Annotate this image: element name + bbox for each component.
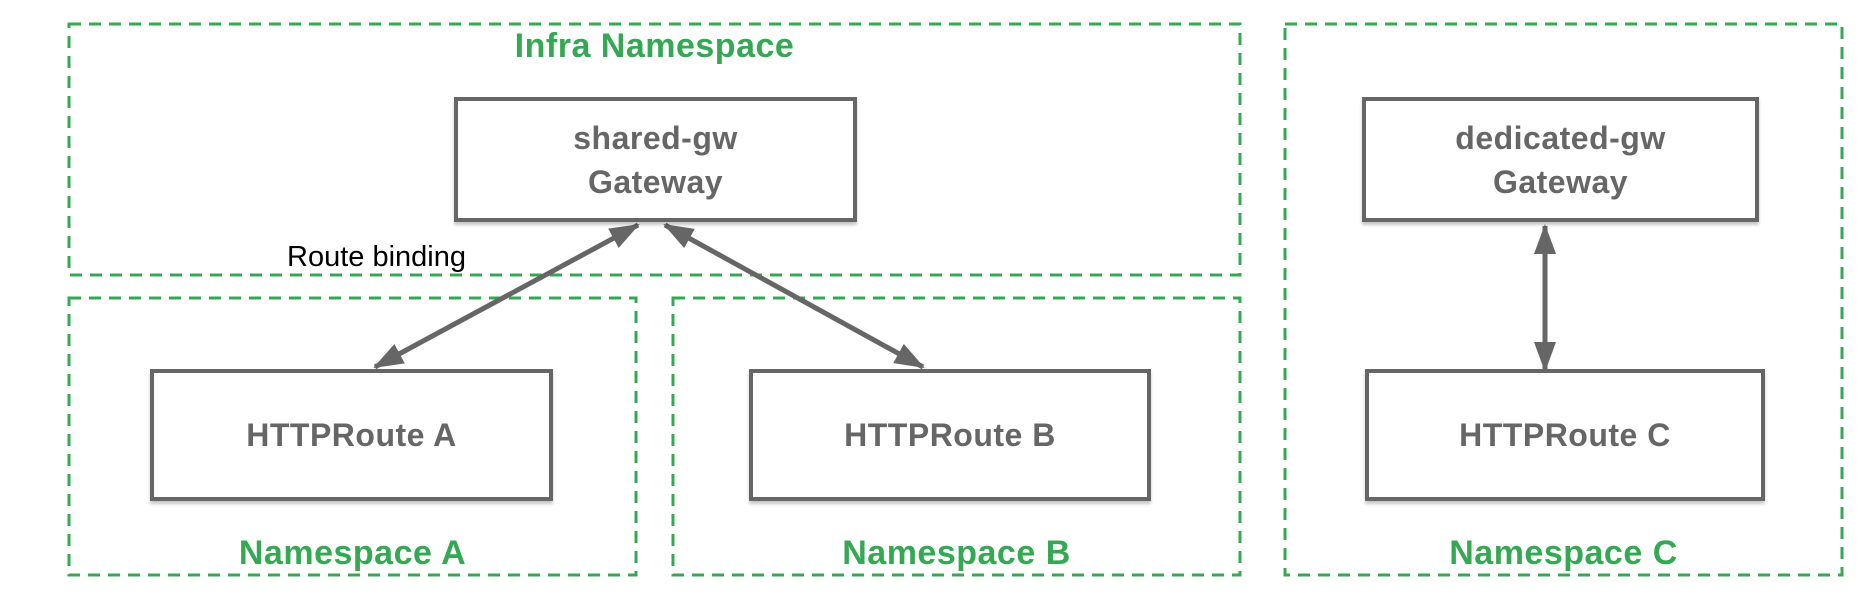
dedicated-gateway-node: dedicated-gw Gateway [1362,97,1759,222]
infra-namespace-border [67,22,1242,277]
route-binding-arrow-a [373,222,640,370]
route-binding-annotation: Route binding [287,241,466,273]
dedicated-gateway-kind: Gateway [1492,163,1629,200]
shared-gateway-name: shared-gw [573,119,738,156]
httproute-c-label: HTTPRoute C [1459,417,1671,453]
dedicated-gateway-name: dedicated-gw [1455,119,1666,156]
httproute-c-node: HTTPRoute C [1365,369,1765,501]
namespace-c-label: Namespace C [1449,534,1678,572]
namespace-a-label: Namespace A [238,534,467,572]
namespace-b-border [671,296,1242,577]
httproute-a-node: HTTPRoute A [150,369,553,501]
route-binding-arrow-b [663,222,925,370]
httproute-a-label: HTTPRoute A [246,417,457,453]
namespace-c-border [1283,22,1844,577]
httproute-b-node: HTTPRoute B [749,369,1151,501]
shared-gateway-node: shared-gw Gateway [454,97,857,222]
shared-gateway-kind: Gateway [587,163,724,200]
httproute-b-label: HTTPRoute B [844,417,1056,453]
namespace-b-label: Namespace B [842,534,1071,572]
infra-namespace-label: Infra Namespace [514,27,795,65]
namespace-a-border [67,296,638,577]
